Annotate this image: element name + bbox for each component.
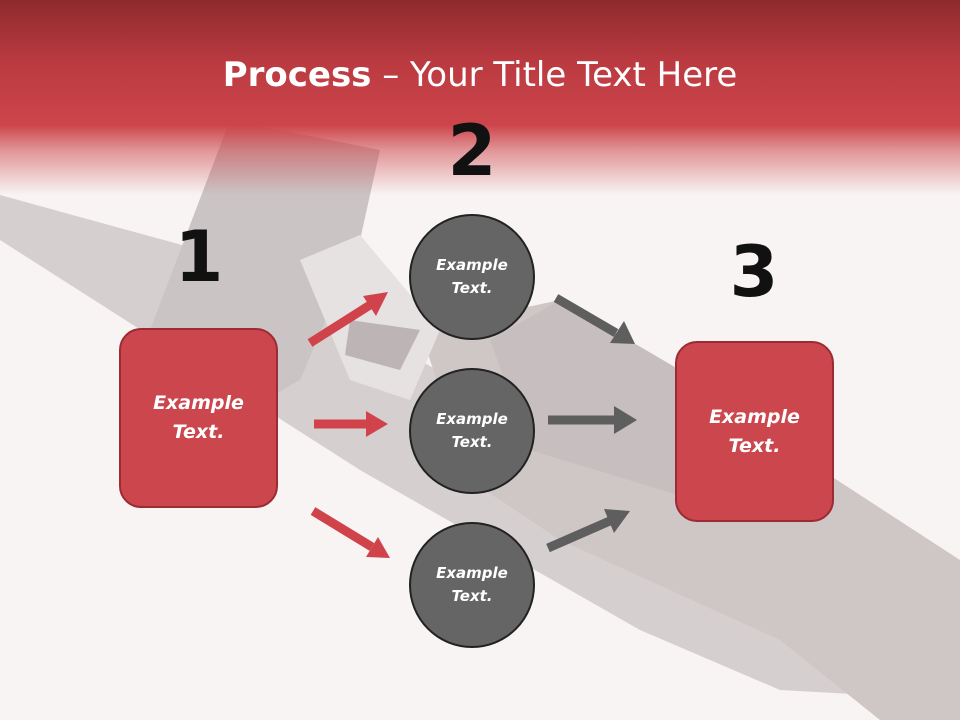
red-arrow-right <box>314 411 388 437</box>
circle-step-middle: Example Text. <box>409 368 535 494</box>
right-box-text: Example Text. <box>709 405 800 457</box>
circle-step-bottom: Example Text. <box>409 522 535 648</box>
red-arrow-up <box>307 292 388 347</box>
gray-arrow-right <box>548 406 637 434</box>
step-number-3: 3 <box>729 231 779 313</box>
circle-step-top: Example Text. <box>409 214 535 340</box>
title-banner <box>0 0 960 200</box>
gray-arrow-down <box>553 294 635 344</box>
step-number-1: 1 <box>174 216 224 298</box>
title-bold: Process <box>222 55 372 95</box>
left-box-text: Example Text. <box>153 392 244 443</box>
gray-arrow-up <box>546 509 630 553</box>
circle-top-text: Example Text. <box>436 256 508 297</box>
red-arrow-down <box>310 507 390 558</box>
right-process-box: Example Text. <box>675 341 834 522</box>
slide-title: Process – Your Title Text Here <box>0 50 960 100</box>
step-number-2: 2 <box>447 110 497 192</box>
circle-bottom-text: Example Text. <box>436 564 508 605</box>
left-process-box: Example Text. <box>119 328 278 508</box>
circle-middle-text: Example Text. <box>436 410 508 451</box>
title-rest: – Your Title Text Here <box>371 55 738 95</box>
